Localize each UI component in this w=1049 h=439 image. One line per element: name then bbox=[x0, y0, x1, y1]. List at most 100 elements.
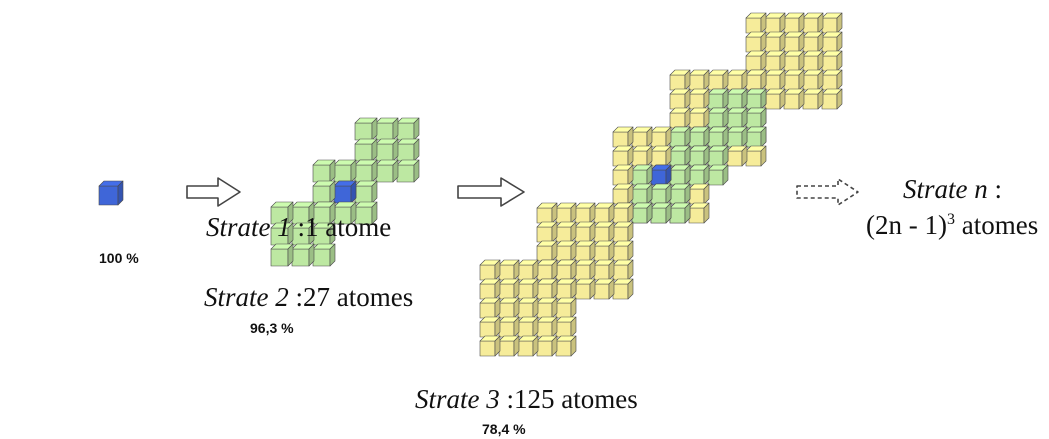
atom-cube bbox=[669, 69, 691, 91]
atom-cube bbox=[517, 335, 539, 357]
atom-cube bbox=[312, 201, 336, 225]
atom-cube bbox=[688, 69, 710, 91]
atom-cube bbox=[669, 88, 691, 110]
atom-cube bbox=[688, 183, 710, 205]
stratum-2-percent: 96,3 % bbox=[250, 320, 294, 336]
formula-unit: atomes bbox=[954, 210, 1039, 240]
atom-cube bbox=[354, 138, 378, 162]
atom-cube bbox=[517, 278, 539, 300]
atom-cube bbox=[650, 126, 672, 148]
stratum-1-count: :1 atome bbox=[290, 212, 392, 242]
atom-cube bbox=[555, 297, 577, 319]
stratum-3-percent: 78,4 % bbox=[482, 421, 526, 437]
stratum-3-count: :125 atomes bbox=[499, 384, 638, 414]
formula-exponent: 3 bbox=[946, 211, 955, 228]
atom-cube bbox=[333, 201, 357, 225]
atom-cube bbox=[688, 107, 710, 129]
atom-cube bbox=[821, 50, 843, 72]
atom-cube bbox=[631, 164, 653, 186]
atom-cube bbox=[783, 12, 805, 34]
atom-cube bbox=[536, 316, 558, 338]
atom-cube bbox=[593, 259, 615, 281]
atom-cube bbox=[354, 180, 378, 204]
atom-cube bbox=[764, 69, 786, 91]
atom-cube bbox=[726, 88, 748, 110]
atom-cube bbox=[745, 145, 767, 167]
atom-cube bbox=[593, 221, 615, 243]
strate-n-formula: (2n - 1)3 atomes bbox=[866, 212, 1038, 239]
atom-cube bbox=[479, 259, 501, 281]
atom-cube bbox=[498, 335, 520, 357]
atom-cube bbox=[745, 31, 767, 53]
atom-cube bbox=[612, 240, 634, 262]
atom-cube bbox=[574, 259, 596, 281]
atom-cube bbox=[555, 316, 577, 338]
stratum-3-cubes bbox=[479, 12, 843, 357]
atom-cube bbox=[783, 69, 805, 91]
atom-cube bbox=[764, 12, 786, 34]
atom-cube bbox=[479, 297, 501, 319]
stratum-1-name: Strate 1 bbox=[206, 212, 291, 242]
solid-arrow-icon bbox=[457, 177, 525, 207]
atom-cube bbox=[517, 297, 539, 319]
atom-cube bbox=[707, 164, 729, 186]
atom-cube bbox=[745, 88, 767, 110]
atom-cube bbox=[650, 164, 672, 186]
atom-cube bbox=[688, 164, 710, 186]
atom-cube bbox=[333, 159, 357, 183]
atom-cube bbox=[555, 259, 577, 281]
atom-cube bbox=[498, 297, 520, 319]
solid-arrow-icon bbox=[186, 177, 241, 207]
atom-cube bbox=[593, 240, 615, 262]
atom-cube bbox=[669, 107, 691, 129]
atom-cube bbox=[593, 278, 615, 300]
atom-cube bbox=[98, 180, 124, 206]
atom-cube bbox=[612, 221, 634, 243]
atom-cube bbox=[396, 138, 420, 162]
atom-cube bbox=[375, 159, 399, 183]
atom-cube bbox=[574, 202, 596, 224]
atom-cube bbox=[821, 88, 843, 110]
atom-cube bbox=[631, 183, 653, 205]
atom-cube bbox=[612, 183, 634, 205]
stratum-1-label: Strate 1 :1 atome bbox=[206, 214, 391, 241]
atom-cube bbox=[707, 126, 729, 148]
stratum-3-name: Strate 3 bbox=[415, 384, 500, 414]
atom-cube bbox=[707, 145, 729, 167]
atom-cube bbox=[764, 50, 786, 72]
atom-cube bbox=[707, 69, 729, 91]
atom-cube bbox=[291, 243, 315, 267]
atom-cube bbox=[764, 88, 786, 110]
atom-cube bbox=[498, 278, 520, 300]
atom-cube bbox=[270, 222, 294, 246]
atom-cube bbox=[574, 278, 596, 300]
atom-cube bbox=[555, 278, 577, 300]
atom-cube bbox=[270, 201, 294, 225]
atom-cube bbox=[479, 335, 501, 357]
atom-cube bbox=[726, 69, 748, 91]
atom-cube bbox=[745, 126, 767, 148]
atom-cube bbox=[745, 12, 767, 34]
atom-cube bbox=[312, 159, 336, 183]
atom-cube bbox=[498, 316, 520, 338]
atom-cube bbox=[593, 202, 615, 224]
atom-cube bbox=[291, 201, 315, 225]
atom-cube bbox=[612, 202, 634, 224]
stratum-1-percent: 100 % bbox=[99, 250, 139, 266]
strate-n-name: Strate n bbox=[903, 174, 988, 204]
atom-cube bbox=[764, 31, 786, 53]
stratum-3-label: Strate 3 :125 atomes bbox=[415, 386, 638, 413]
atom-cube bbox=[612, 126, 634, 148]
atom-cube bbox=[479, 278, 501, 300]
formula-base: (2n - 1) bbox=[866, 210, 947, 240]
atom-cube bbox=[669, 145, 691, 167]
atom-cube bbox=[802, 88, 824, 110]
atom-cube bbox=[802, 12, 824, 34]
atom-cube bbox=[312, 243, 336, 267]
atom-cube bbox=[802, 50, 824, 72]
stratum-2-label: Strate 2 :27 atomes bbox=[204, 284, 413, 311]
atom-cube bbox=[650, 183, 672, 205]
atom-cube bbox=[783, 88, 805, 110]
stratum-2-name: Strate 2 bbox=[204, 282, 289, 312]
strate-n-label: Strate n : bbox=[903, 176, 1002, 203]
